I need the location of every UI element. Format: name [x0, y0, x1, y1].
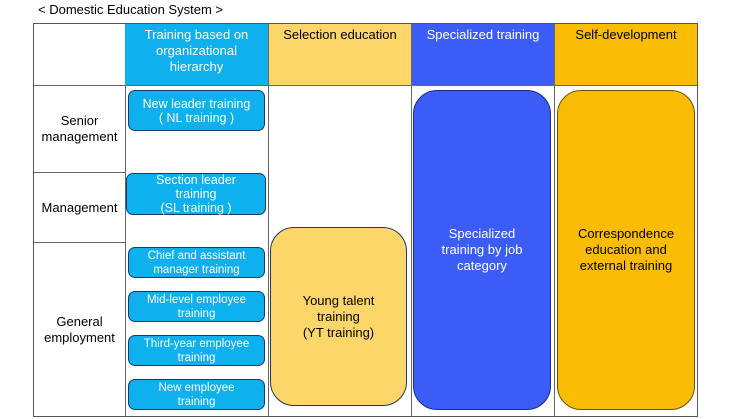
col-divider-4 — [554, 24, 555, 416]
specialized-training-by-job-category: Specialized training by job category — [413, 90, 551, 410]
young-talent-training: Young talent training (YT training) — [270, 227, 407, 406]
col-divider-2 — [268, 24, 269, 416]
header-self-development: Self-development — [555, 24, 697, 85]
mid-level-employee-training: Mid-level employee training — [128, 291, 265, 322]
row-label-senior-management: Senior management — [41, 113, 118, 144]
diagram-title: < Domestic Education System > — [38, 2, 223, 17]
new-leader-training: New leader training ( NL training ) — [128, 90, 265, 131]
row-label-general-employment: General employment — [44, 313, 115, 345]
education-system-table — [33, 23, 698, 417]
header-selection: Selection education — [269, 24, 411, 85]
header-divider — [34, 85, 697, 86]
third-year-employee-training: Third-year employee training — [128, 335, 265, 366]
chief-assistant-manager-training: Chief and assistant manager training — [128, 247, 265, 278]
new-employee-training: New employee training — [128, 379, 265, 410]
col-divider-1 — [125, 24, 126, 416]
header-hierarchy: Training based on organizational hierarc… — [125, 24, 268, 85]
correspondence-external-training: Correspondence education and external tr… — [557, 90, 695, 410]
row-label-management: Management — [41, 199, 118, 215]
section-leader-training: Section leader training (SL training ) — [126, 173, 266, 215]
header-specialized: Specialized training — [412, 24, 554, 85]
col-divider-3 — [411, 24, 412, 416]
row-divider-senior — [34, 172, 125, 173]
row-divider-management — [34, 242, 125, 243]
